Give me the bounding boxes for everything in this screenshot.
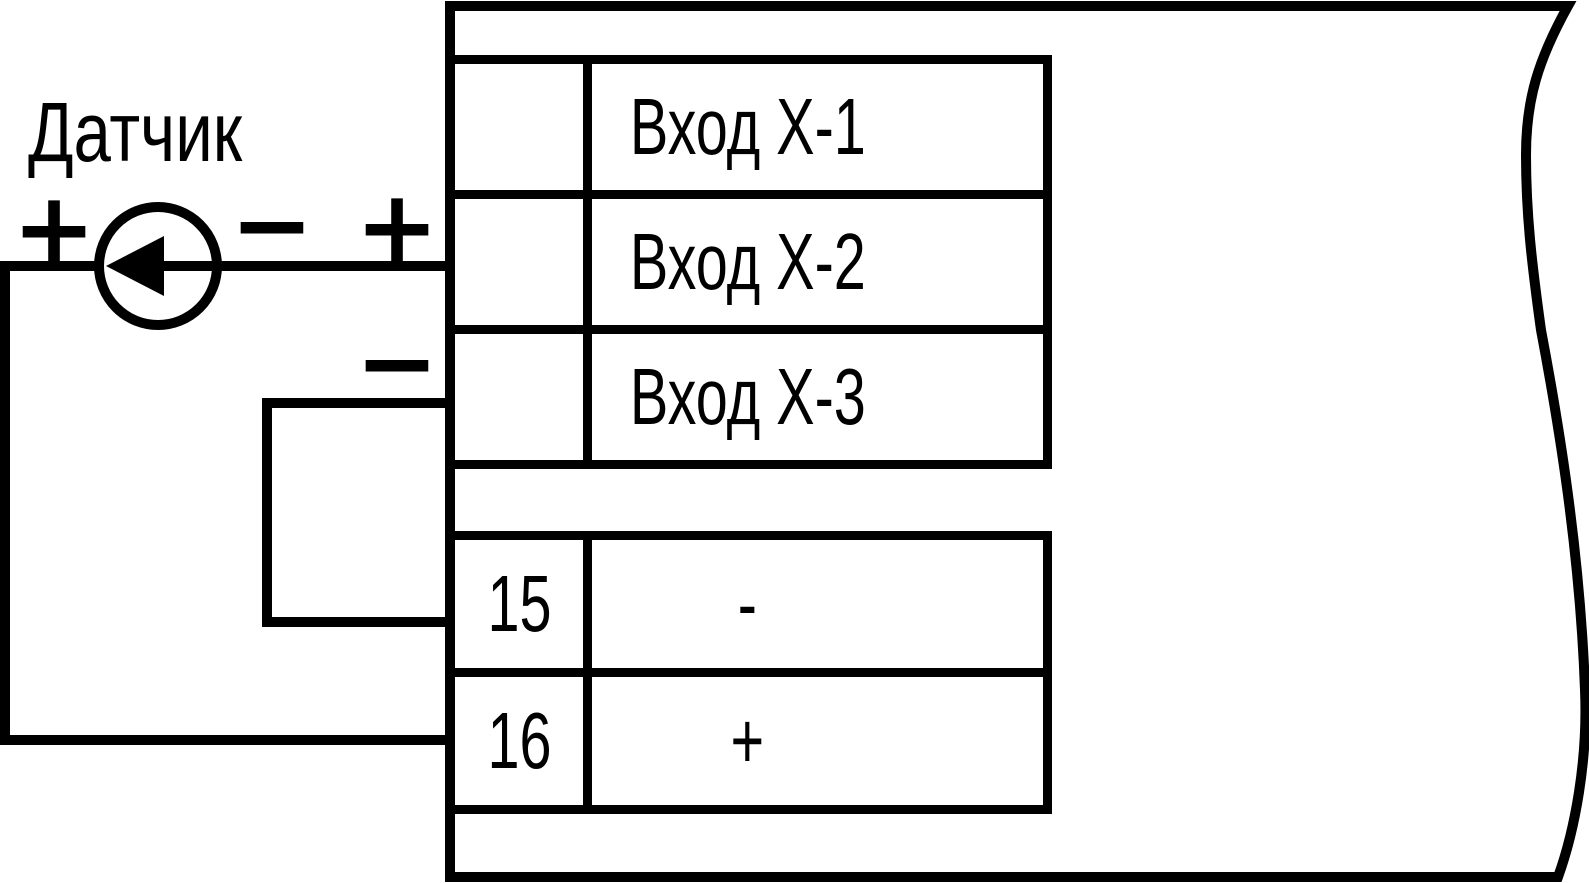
terminal-16-pin-cell: 16 [455, 677, 583, 805]
input-x3-label-cell: Вход X-3 [592, 334, 1043, 460]
wire-jumper-x3-to-terminal-15 [262, 398, 458, 627]
input-terminal-block: Вход X-1 Вход X-2 Вход X-3 [446, 55, 1052, 469]
input-minus-sign: − [355, 304, 439, 421]
terminal-15-pin-cell: 15 [455, 540, 583, 668]
device-outline [445, 1, 1589, 882]
current-source-icon [94, 202, 222, 330]
sensor-plus-sign: + [12, 170, 96, 287]
input-x3-pin-cell [455, 334, 583, 460]
sensor-minus-sign: − [230, 166, 314, 283]
input-x2-label-cell: Вход X-2 [592, 199, 1043, 325]
terminal-16-sign-cell: + [592, 677, 1043, 805]
input-x1-label-cell: Вход X-1 [592, 64, 1043, 190]
output-terminal-block: 15 - 16 + [446, 531, 1052, 814]
terminal-15-sign-cell: - [592, 540, 1043, 668]
current-source-arrowhead [106, 236, 164, 296]
input-x1-pin-cell [455, 64, 583, 190]
input-plus-sign: + [355, 168, 439, 285]
input-x2-pin-cell [455, 199, 583, 325]
sensor-label: Датчик [28, 85, 243, 179]
wire-plus-to-terminal-16 [0, 261, 458, 745]
